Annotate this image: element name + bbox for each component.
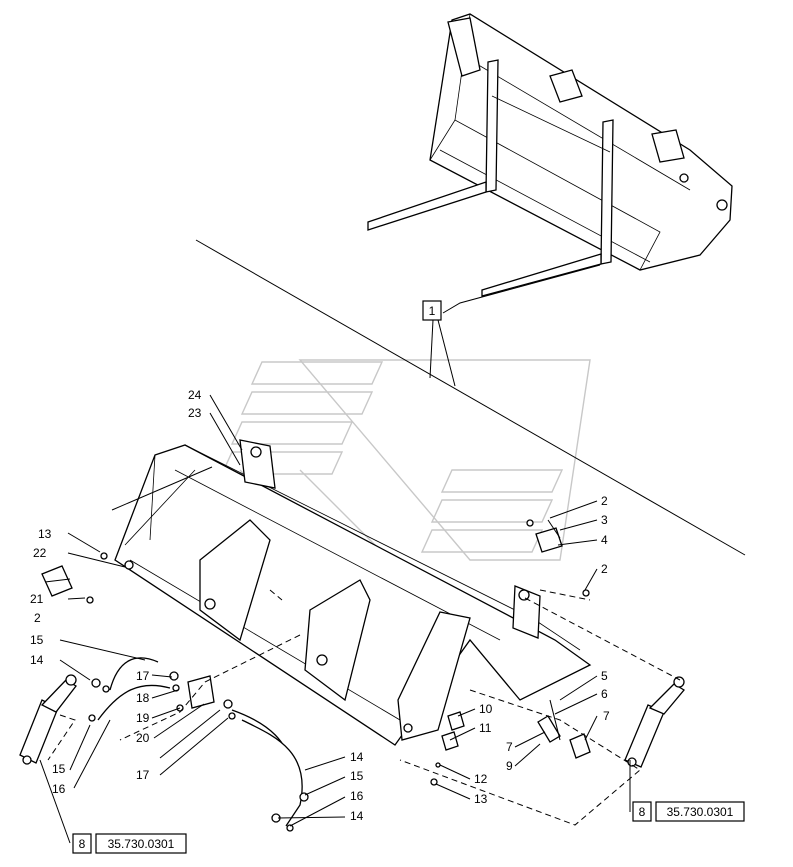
callout-box-1: [422, 300, 442, 321]
hydraulic-cylinder-right: [624, 676, 685, 768]
callout-7: 7: [506, 740, 513, 754]
hydraulic-cylinder-left: [19, 674, 77, 765]
callout-21: 21: [30, 592, 44, 606]
callout-12: 12: [474, 772, 488, 786]
callout-20: 20: [136, 731, 150, 745]
callout-15: 15: [52, 762, 66, 776]
hydraulic-hoses: [97, 657, 303, 827]
callout-19: 19: [136, 711, 150, 725]
callout-2: 2: [601, 562, 608, 576]
callout-16: 16: [52, 782, 66, 796]
callout-18: 18: [136, 691, 150, 705]
callout-14: 14: [30, 653, 44, 667]
loader-bucket: [114, 439, 592, 746]
reference-left-code: 35.730.0301: [108, 837, 175, 851]
callout-17: 17: [136, 768, 150, 782]
callout-16: 16: [350, 789, 364, 803]
callout-6: 6: [601, 687, 608, 701]
callout-2: 2: [34, 611, 41, 625]
callout-11: 11: [479, 721, 492, 735]
callout-13: 13: [474, 792, 488, 806]
callout-15: 15: [350, 769, 364, 783]
callout-5: 5: [601, 669, 608, 683]
section-divider-line: [195, 239, 746, 556]
reference-right-code: 35.730.0301: [667, 805, 734, 819]
callout-1: 1: [429, 304, 436, 318]
callout-9: 9: [506, 759, 513, 773]
leader-lines: [39, 264, 631, 844]
reference-left-qty: 8: [79, 837, 86, 851]
callout-15: 15: [30, 633, 44, 647]
callout-23: 23: [188, 406, 202, 420]
small-parts: [41, 519, 591, 832]
reference-right-qty: 8: [639, 805, 646, 819]
callout-14: 14: [350, 750, 364, 764]
callout-14: 14: [350, 809, 364, 823]
reference-box-left: 8 35.730.0301: [72, 833, 187, 854]
pallet-fork-assembly: [367, 13, 733, 297]
callout-17: 17: [136, 669, 150, 683]
callout-2: 2: [601, 494, 608, 508]
callout-3: 3: [601, 513, 608, 527]
callout-13: 13: [38, 527, 52, 541]
callout-7: 7: [603, 709, 610, 723]
assembly-dashed-paths: [47, 589, 681, 826]
callout-10: 10: [479, 702, 493, 716]
callout-22: 22: [33, 546, 47, 560]
callout-4: 4: [601, 533, 608, 547]
callout-24: 24: [188, 388, 202, 402]
reference-box-right: 8 35.730.0301: [632, 801, 745, 822]
